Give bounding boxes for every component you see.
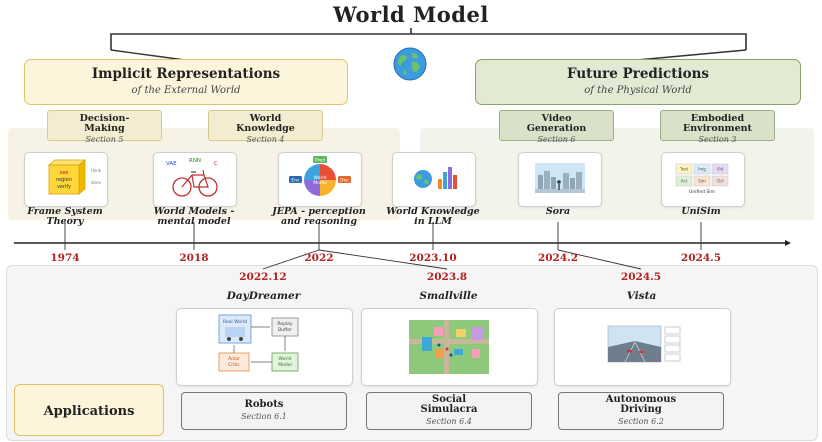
svg-text:Actor: Actor xyxy=(228,356,240,362)
svg-text:Ctrl: Ctrl xyxy=(716,179,723,184)
svg-text:Vid: Vid xyxy=(717,167,724,172)
fst-line-1: see xyxy=(60,170,69,176)
year-2022-12: 2022.12 xyxy=(239,271,287,283)
svg-text:World: World xyxy=(279,356,292,362)
fst-line-3: verify xyxy=(57,184,71,190)
milestone-card-world-models: VAE RNN C xyxy=(153,152,237,207)
app-title-vista: Vista xyxy=(626,290,657,302)
app-box-social-simulacra: Social Simulacra Section 6.4 xyxy=(366,392,532,430)
svg-text:Real World: Real World xyxy=(223,319,247,325)
svg-text:Act: Act xyxy=(681,179,688,184)
milestone-card-world-knowledge-llm xyxy=(392,152,476,207)
wm-c: C xyxy=(214,161,218,167)
section-video-generation: Video Generation Section 6 xyxy=(499,110,614,144)
jepa-diagram-icon: World Model Pred Enc Dec xyxy=(289,156,351,196)
future-panel-bg xyxy=(420,128,814,220)
svg-text:Sim: Sim xyxy=(698,179,706,184)
implicit-subtitle: of the External World xyxy=(131,85,241,96)
milestone-label-sora: Sora xyxy=(545,206,571,217)
svg-text:Model: Model xyxy=(278,362,292,368)
daydreamer-diagram-icon: Real World Replay Buffer Actor Critic Wo… xyxy=(218,314,299,372)
app-card-vista xyxy=(554,308,731,386)
milestone-card-unisim: Text Img Vid Act Sim Ctrl Unified Sim xyxy=(661,152,745,207)
year-2024-5-unisim: 2024.5 xyxy=(680,252,722,264)
milestone-card-sora xyxy=(518,152,602,207)
future-subtitle: of the Physical World xyxy=(584,85,692,96)
app-box-robots: Robots Section 6.1 xyxy=(181,392,347,430)
implicit-title: Implicit Representations xyxy=(91,66,281,82)
jepa-dec: Dec xyxy=(340,178,349,184)
svg-text:Critic: Critic xyxy=(228,362,240,368)
future-title: Future Predictions xyxy=(566,66,710,82)
applications-label-box: Applications xyxy=(14,384,164,436)
vista-driving-icon xyxy=(607,325,681,363)
timeline-arrowhead xyxy=(785,240,791,246)
page-title: World Model xyxy=(333,2,489,27)
jepa-pred: Pred xyxy=(315,158,325,164)
video-scene-icon xyxy=(535,163,585,193)
wm-rnn: RNN xyxy=(189,158,201,164)
milestone-label-world-models: World Models -mental model xyxy=(153,206,235,227)
app-box-autonomous-driving: Autonomous Driving Section 6.2 xyxy=(558,392,724,430)
app-card-smallville xyxy=(361,308,538,386)
top-bracket xyxy=(110,33,747,50)
year-2024-2: 2024.2 xyxy=(537,252,579,264)
jepa-enc: Enc xyxy=(291,178,300,184)
year-2023-10: 2023.10 xyxy=(409,252,457,264)
bracket-left-stem xyxy=(110,49,186,61)
milestone-card-frame-system: see region verify think store xyxy=(24,152,108,207)
fst-side-2: store xyxy=(91,180,102,185)
year-2018: 2018 xyxy=(179,252,209,264)
fst-side-1: think xyxy=(91,168,102,173)
year-2022: 2022 xyxy=(304,252,334,264)
implicit-representations-box: Implicit Representations of the External… xyxy=(24,59,348,105)
app-card-daydreamer: Real World Replay Buffer Actor Critic Wo… xyxy=(176,308,353,386)
wm-vae: VAE xyxy=(166,161,177,167)
smallville-map-icon xyxy=(409,320,489,374)
jepa-center-1: World xyxy=(314,175,327,181)
milestone-label-unisim: UniSim xyxy=(681,206,721,217)
svg-text:Text: Text xyxy=(679,167,689,172)
section-world-knowledge: World Knowledge Section 4 xyxy=(208,110,323,144)
unisim-grid-icon: Text Img Vid Act Sim Ctrl Unified Sim xyxy=(675,163,729,195)
svg-text:Img: Img xyxy=(698,167,706,172)
globe-chart-icon xyxy=(414,167,457,189)
globe-icon xyxy=(393,47,427,81)
fst-line-2: region xyxy=(56,177,72,183)
svg-text:Buffer: Buffer xyxy=(278,327,292,333)
applications-label: Applications xyxy=(43,404,135,419)
svg-text:Replay: Replay xyxy=(277,321,293,327)
app-title-smallville: Smallville xyxy=(419,290,478,302)
bracket-right-stem xyxy=(636,49,747,61)
frame-system-icon: see region verify think store xyxy=(47,159,102,195)
year-2024-5-vista: 2024.5 xyxy=(620,271,662,283)
unisim-caption: Unified Sim xyxy=(689,189,715,195)
section-decision-making: Decision- Making Section 5 xyxy=(47,110,162,144)
section-embodied-environment: Embodied Environment Section 3 xyxy=(660,110,775,144)
year-2023-8: 2023.8 xyxy=(426,271,468,283)
future-predictions-box: Future Predictions of the Physical World xyxy=(475,59,801,105)
app-title-daydreamer: DayDreamer xyxy=(226,290,301,302)
milestone-card-jepa: World Model Pred Enc Dec xyxy=(278,152,362,207)
year-1974: 1974 xyxy=(50,252,80,264)
bicycle-icon: VAE RNN C xyxy=(166,158,218,197)
jepa-center-2: Model xyxy=(313,180,327,186)
